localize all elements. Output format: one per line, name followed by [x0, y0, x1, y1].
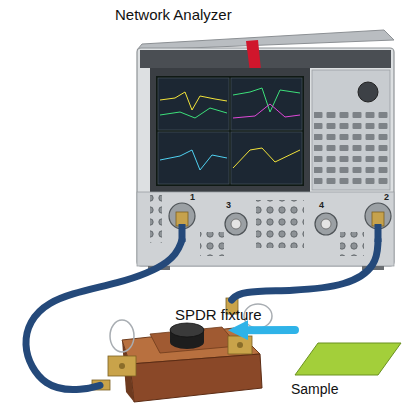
trace [233, 148, 300, 168]
analyzer-front [137, 48, 394, 266]
cable-plug [176, 212, 188, 226]
screen-pane [158, 132, 229, 184]
screw [237, 342, 243, 348]
port-number: 3 [226, 200, 231, 210]
spdr-fixture: SPDR fixture [100, 300, 240, 404]
analyzer-top-bezel [140, 50, 391, 68]
trace [160, 108, 227, 118]
trace [233, 104, 300, 118]
keypad [314, 108, 388, 186]
sma-connector [92, 380, 110, 390]
screen-pane [231, 132, 302, 184]
sample-outline [295, 343, 401, 375]
small-ports [256, 200, 304, 248]
port-3-connector [225, 213, 247, 235]
port-number: 1 [190, 192, 195, 202]
network-analyzer-illustration [137, 30, 394, 270]
port-panel [137, 192, 394, 266]
screen-bezel [150, 68, 310, 192]
screw [119, 363, 125, 369]
node-label: Sample [291, 380, 338, 398]
cable-stub [179, 224, 186, 242]
trace [233, 88, 300, 112]
cable-stub [375, 224, 382, 242]
cable-plug [372, 212, 384, 226]
network-analyzer: Network Analyzer [128, 2, 398, 240]
port-number: 4 [319, 200, 324, 210]
port-number: 2 [384, 192, 389, 202]
foot [148, 266, 170, 270]
sample: Sample [295, 322, 403, 403]
node-label: Network Analyzer [115, 6, 232, 24]
insert-arrow [240, 326, 295, 334]
trace [160, 92, 227, 110]
small-ports [200, 232, 224, 256]
screen [156, 76, 304, 186]
wire-loop [110, 320, 134, 352]
spdr-fixture-illustration [92, 298, 272, 402]
resonator-top [170, 323, 204, 337]
foot [362, 266, 384, 270]
analyzer-top [137, 30, 394, 50]
screen-pane [231, 78, 302, 130]
left-clamp [108, 356, 136, 376]
fixture-front [130, 354, 262, 402]
port-4-connector [315, 213, 337, 235]
screen-pane [158, 78, 229, 130]
trace [160, 150, 227, 170]
control-knob [358, 82, 378, 102]
port-3-center [231, 219, 241, 229]
port-4-center [321, 219, 331, 229]
node-label: SPDR fixture [175, 306, 262, 324]
coax-cable [232, 240, 378, 300]
coax-cable [26, 240, 182, 390]
keypad-panel [312, 70, 390, 190]
small-ports [150, 195, 162, 243]
right-clamp [228, 336, 252, 354]
small-ports [340, 232, 364, 256]
